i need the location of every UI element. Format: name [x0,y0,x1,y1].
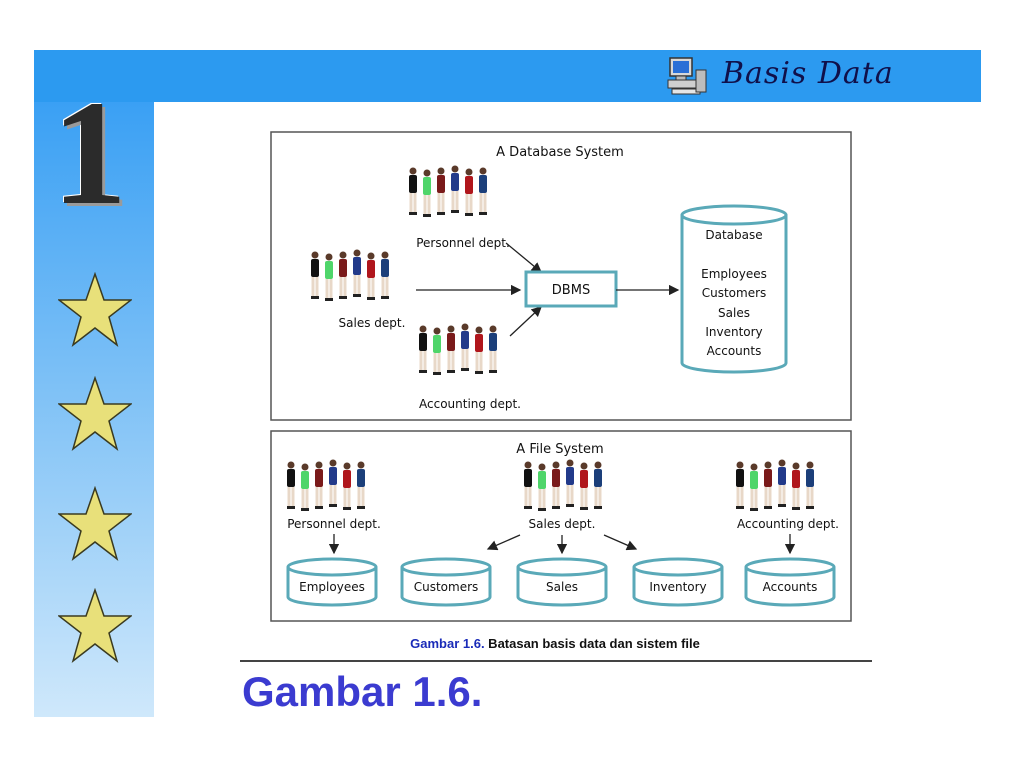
figure-diagram: A Database System Personnel dept. Sales … [270,131,852,622]
fs-personnel-label: Personnel dept. [287,517,381,531]
db-sales-label: Sales dept. [339,316,406,330]
db-accounting-label: Accounting dept. [419,397,521,411]
file-cylinder-accounts: Accounts [744,557,836,607]
fs-sales-label: Sales dept. [529,517,596,531]
star-icon [58,588,132,663]
star-icon [58,376,132,451]
dbms-label: DBMS [552,283,590,298]
file-cylinder-inventory: Inventory [632,557,724,607]
database-title: Database [705,228,762,242]
file-cylinder-employees: Employees [286,557,378,607]
dbms-box [524,270,618,308]
database-item: Sales [718,306,750,320]
star-icon [58,272,132,347]
file-label: Sales [546,580,578,594]
file-cylinder-customers: Customers [400,557,492,607]
file-label: Employees [299,580,365,594]
page-heading: Gambar 1.6. [242,668,483,715]
chapter-number: 1 [52,70,127,236]
db-personnel-label: Personnel dept. [416,236,510,250]
computer-icon [667,57,707,95]
file-cylinder-sales: Sales [516,557,608,607]
database-item: Customers [702,286,767,300]
database-cylinder [680,215,788,374]
database-system-title: A Database System [496,145,624,160]
database-item: Employees [701,267,767,281]
caption-text: Batasan basis data dan sistem file [484,636,700,651]
file-system-title: A File System [516,442,603,457]
file-label: Accounts [763,580,818,594]
app-title: Basis Data [722,56,894,91]
database-item: Accounts [707,344,762,358]
caption-ref: Gambar 1.6. [410,636,485,651]
figure-caption: Gambar 1.6. Batasan basis data dan siste… [240,636,870,651]
divider [240,660,872,662]
database-item: Inventory [705,325,762,339]
star-icon [58,486,132,561]
header-bar [34,50,981,102]
file-label: Customers [414,580,479,594]
fs-accounting-label: Accounting dept. [737,517,839,531]
file-label: Inventory [649,580,706,594]
